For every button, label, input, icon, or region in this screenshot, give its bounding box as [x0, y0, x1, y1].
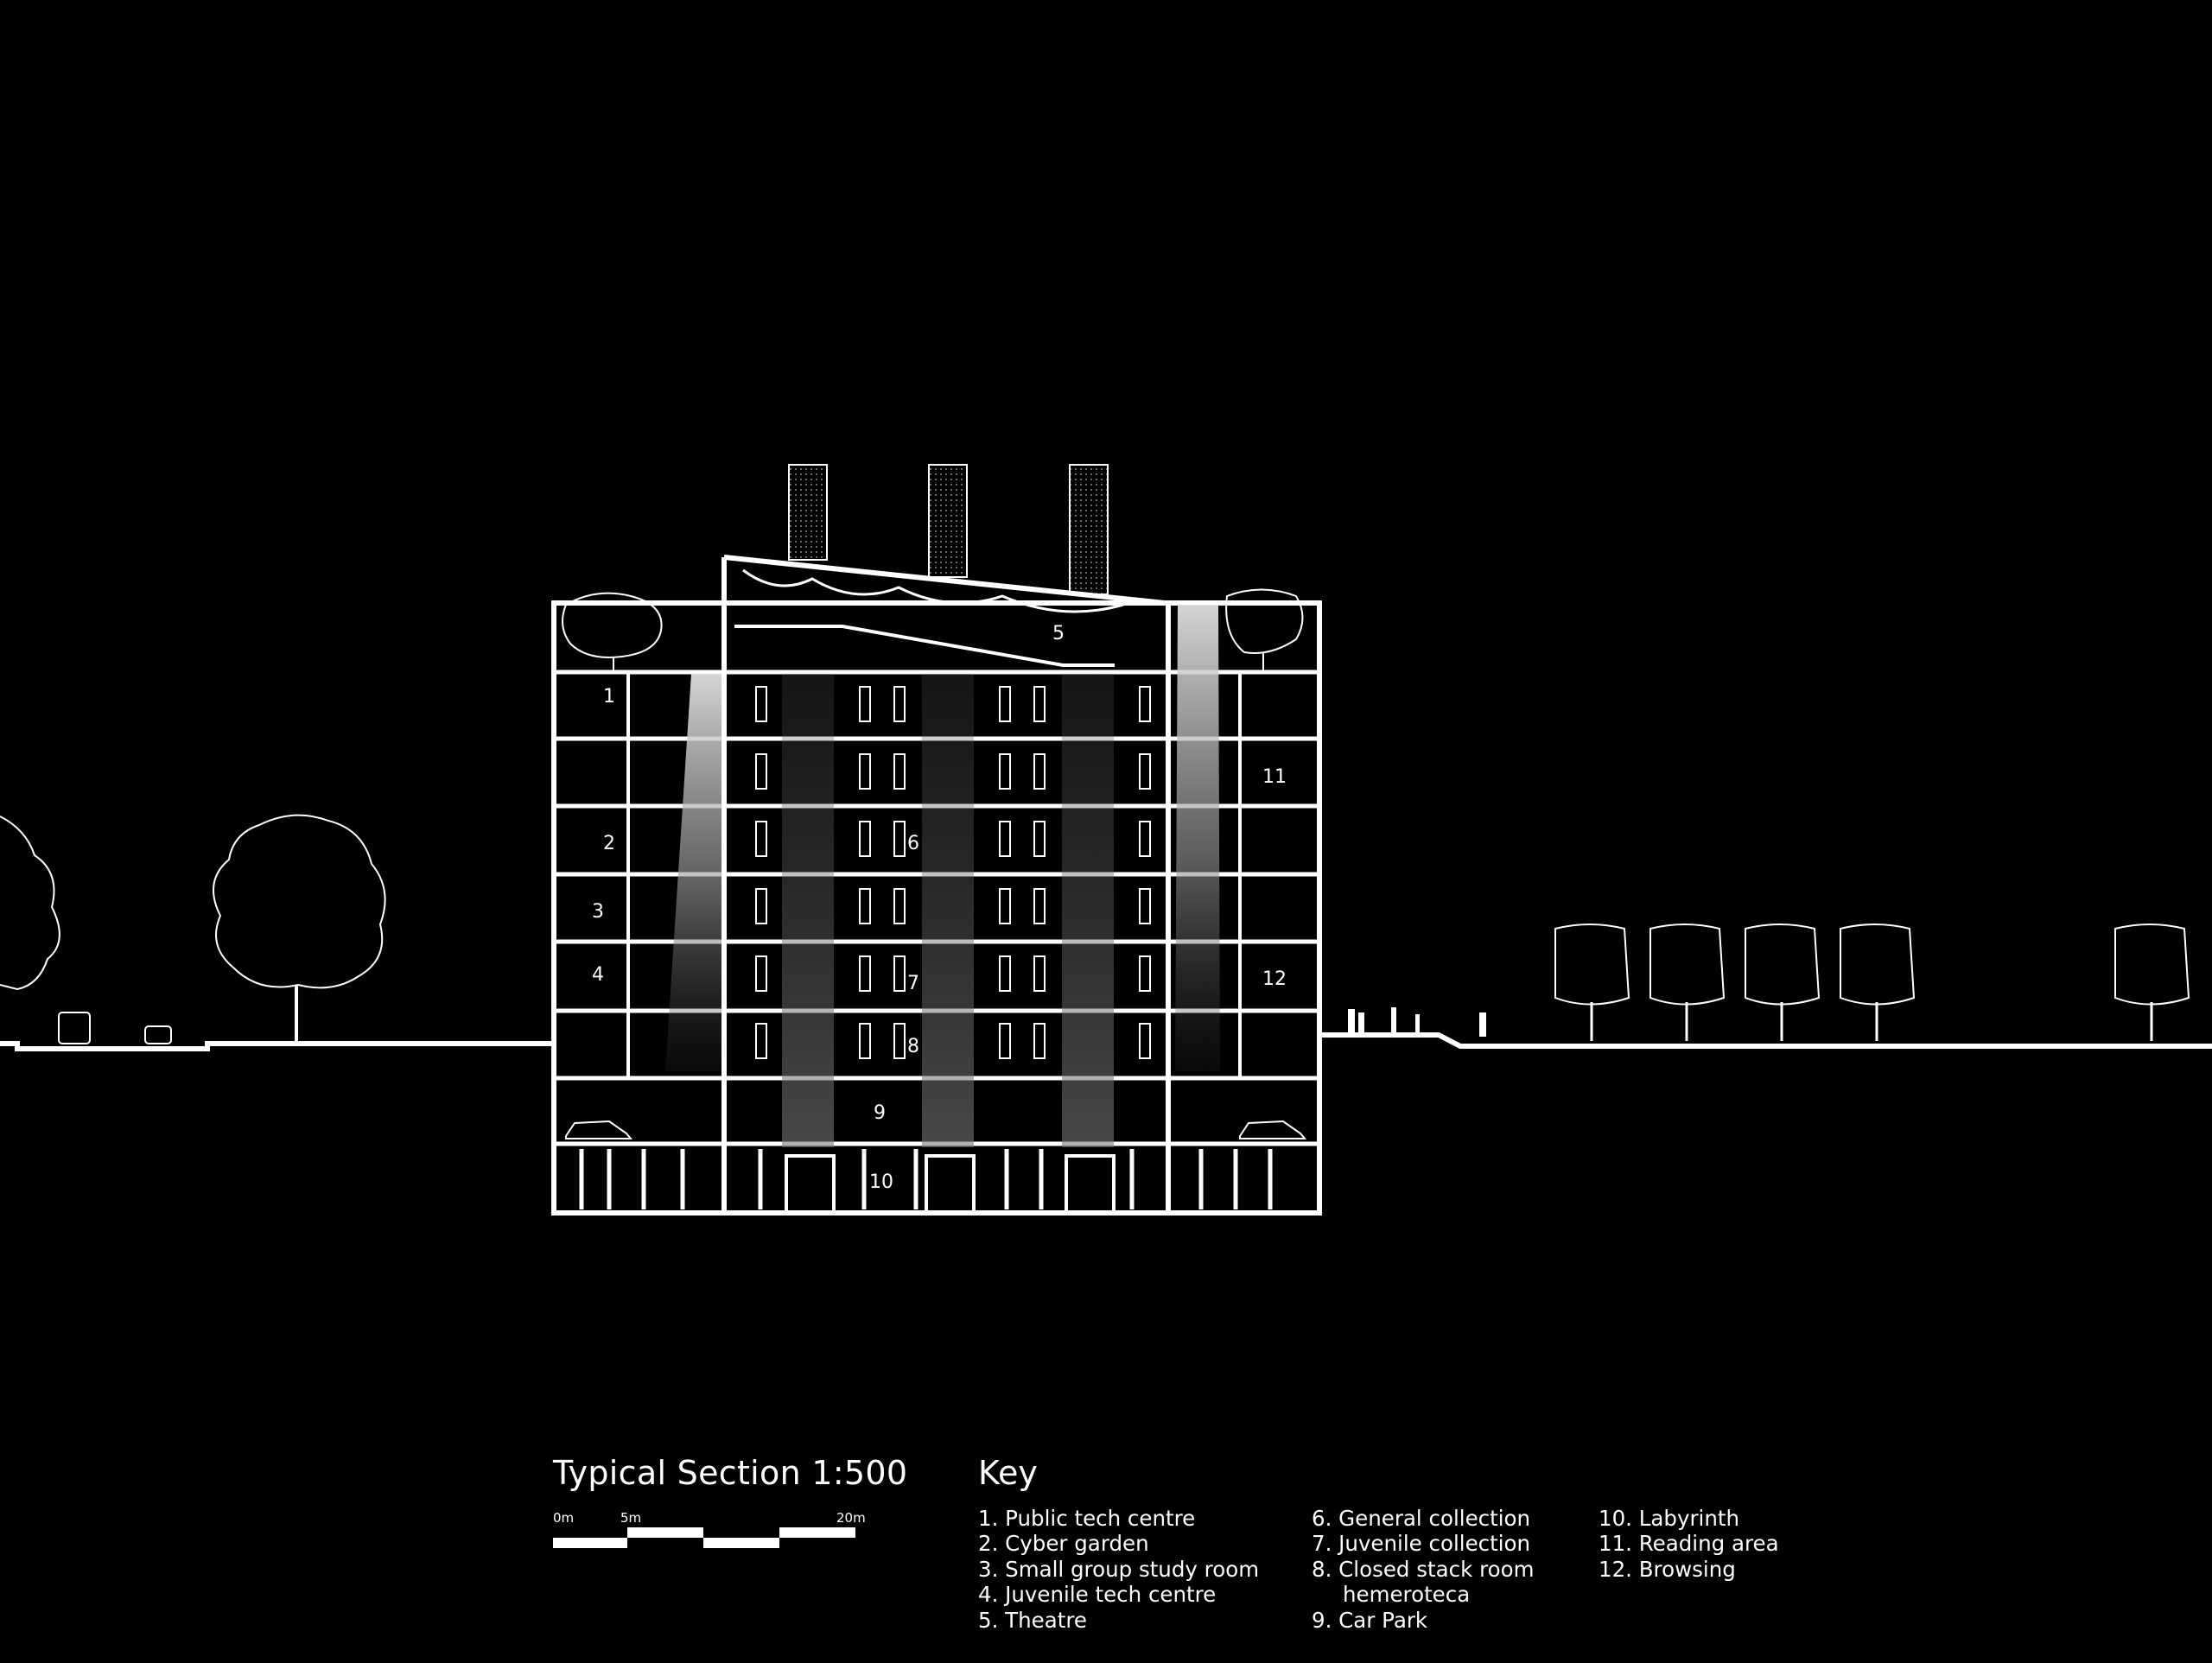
- ground-line: [0, 1032, 2212, 1051]
- scale-bar: 0m 5m 20m: [553, 1510, 866, 1553]
- key-item: 2. Cyber garden: [978, 1531, 1149, 1557]
- key-item: 11. Reading area: [1599, 1531, 1779, 1557]
- key-item: 7. Juvenile collection: [1312, 1531, 1531, 1557]
- section-label-4: 4: [592, 964, 604, 986]
- scale-bar-segment: [703, 1538, 779, 1548]
- section-label-10: 10: [869, 1171, 893, 1193]
- tree-row-right: [1554, 924, 2190, 1041]
- section-label-5: 5: [1052, 623, 1065, 644]
- key-item: 10. Labyrinth: [1599, 1506, 1740, 1531]
- drawing-title: Typical Section 1:500: [553, 1454, 908, 1492]
- key-item: 1. Public tech centre: [978, 1506, 1196, 1531]
- rooftop-trees: [562, 588, 1304, 670]
- tree-left-partial: [0, 816, 60, 991]
- key-column-3: 10. Labyrinth 11. Reading area 12. Brows…: [1599, 1506, 1779, 1582]
- key-item: 5. Theatre: [978, 1607, 1087, 1633]
- key-item: 8. Closed stack room: [1312, 1556, 1535, 1582]
- section-label-6: 6: [907, 833, 919, 854]
- key-heading: Key: [978, 1454, 1038, 1492]
- section-number-labels: 1 2 3 4 5 6 7 8 9 10 11 12: [592, 623, 1287, 1193]
- key-column-1: 1. Public tech centre 2. Cyber garden 3.…: [978, 1506, 1259, 1633]
- section-label-7: 7: [907, 973, 919, 994]
- key-item: 4. Juvenile tech centre: [978, 1582, 1217, 1608]
- key-item: 3. Small group study room: [978, 1556, 1260, 1582]
- drawing-caption: Typical Section 1:500: [553, 1454, 907, 1492]
- key-item: 12. Browsing: [1599, 1556, 1736, 1582]
- scale-label-5m: 5m: [620, 1510, 642, 1526]
- parked-cars: [565, 1120, 1307, 1139]
- light-well-beams: [665, 605, 1220, 1071]
- legend-key: Key: [978, 1454, 1038, 1492]
- scale-label-20m: 20m: [836, 1510, 866, 1526]
- key-item: 6. General collection: [1312, 1506, 1531, 1531]
- section-label-2: 2: [603, 833, 615, 854]
- car-left-road: [58, 1012, 172, 1044]
- section-label-3: 3: [592, 901, 604, 923]
- scale-bar-segment: [779, 1527, 855, 1538]
- book-shelves: [755, 686, 1151, 1059]
- pedestrians-right: [1348, 1007, 1486, 1037]
- stack-columns: [782, 674, 1114, 1147]
- section-label-11: 11: [1262, 766, 1287, 788]
- section-label-12: 12: [1262, 968, 1287, 990]
- tree-left-large: [213, 814, 386, 1041]
- chimneys: [788, 464, 1109, 595]
- section-label-9: 9: [874, 1102, 886, 1124]
- scale-bar-segment: [627, 1527, 703, 1538]
- key-item: hemeroteca: [1343, 1582, 1471, 1608]
- section-label-8: 8: [907, 1036, 919, 1057]
- key-item: 9. Car Park: [1312, 1607, 1428, 1633]
- key-column-2: 6. General collection 7. Juvenile collec…: [1312, 1506, 1534, 1633]
- scale-bar-segment: [553, 1538, 627, 1548]
- scale-label-0m: 0m: [553, 1510, 575, 1526]
- section-label-1: 1: [603, 686, 615, 708]
